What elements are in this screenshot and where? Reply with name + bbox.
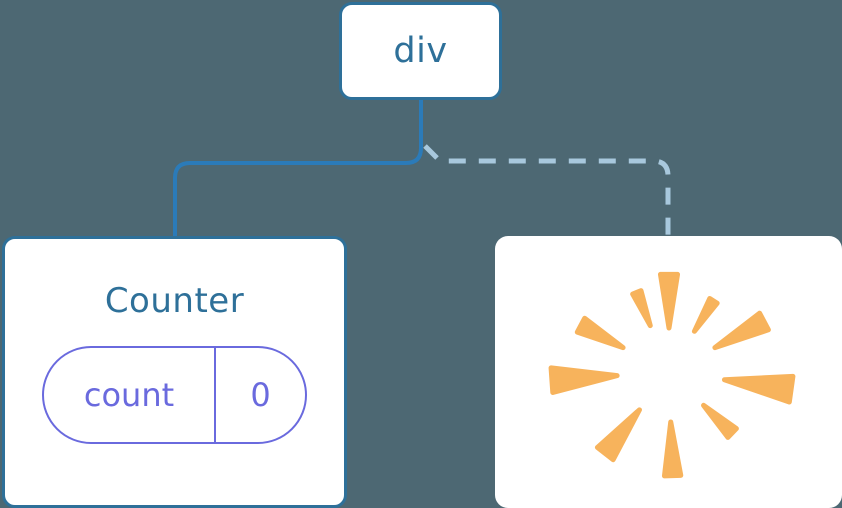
burst-ray-2: [691, 296, 720, 334]
state-pill-count[interactable]: count 0: [42, 346, 307, 444]
burst-ray-4: [721, 373, 795, 405]
burst-ray-6: [661, 419, 683, 479]
state-pill-value-label: 0: [250, 376, 271, 414]
burst-ray-1: [657, 271, 680, 331]
state-pill-value-cell: 0: [216, 348, 305, 442]
burst-ray-10: [629, 288, 653, 329]
node-div[interactable]: div: [339, 2, 502, 100]
state-pill-key-cell: count: [44, 348, 216, 442]
edge-div-to-counter: [173, 100, 423, 238]
burst-ray-9: [574, 315, 626, 351]
burst-ray-5: [700, 402, 739, 440]
burst-ray-7: [594, 407, 642, 463]
node-counter-title: Counter: [104, 281, 245, 321]
state-pill-key-label: count: [83, 376, 175, 414]
burst-ray-8: [548, 365, 620, 395]
node-effect[interactable]: [495, 236, 842, 508]
edge-div-to-effect: [423, 144, 671, 238]
node-counter[interactable]: Counter count 0: [2, 236, 347, 508]
sparkle-burst-icon: [548, 271, 795, 479]
node-div-title: div: [393, 30, 448, 71]
burst-ray-3: [711, 310, 771, 351]
